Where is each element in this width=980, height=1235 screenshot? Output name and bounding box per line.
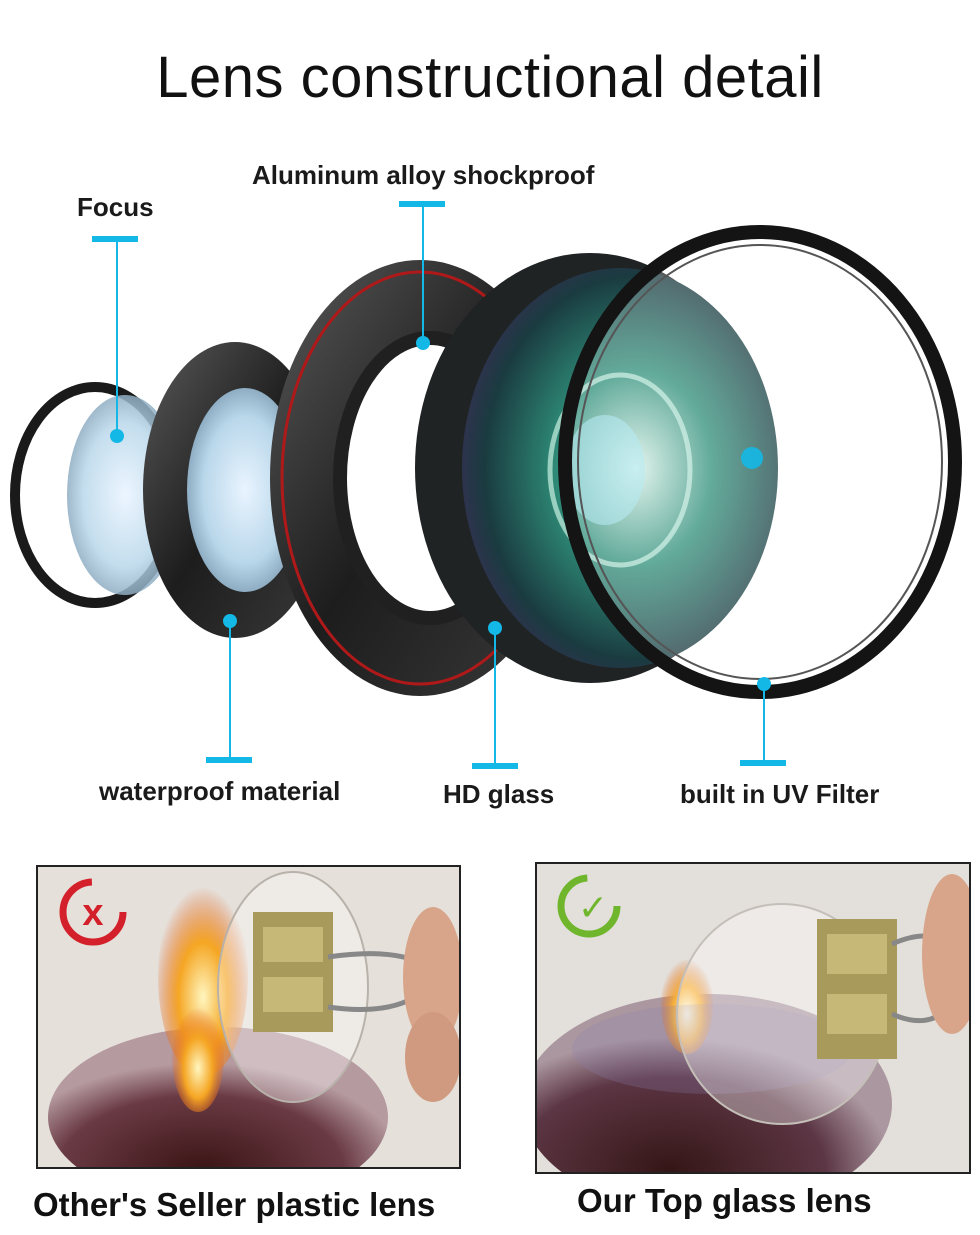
uv-dot xyxy=(757,677,771,691)
focus-dot xyxy=(110,429,124,443)
plastic-lens-scene: x xyxy=(38,867,459,1167)
glass-lens-scene: ✓ xyxy=(537,864,969,1172)
waterproof-bar xyxy=(206,757,252,763)
uv-bar xyxy=(740,760,786,766)
bad-x-icon: x xyxy=(82,892,103,934)
plastic-lens-photo: x xyxy=(36,865,461,1169)
label-aluminum: Aluminum alloy shockproof xyxy=(252,160,595,190)
label-waterproof: waterproof material xyxy=(99,776,341,806)
lens-exploded-illustration xyxy=(10,225,962,699)
label-uv-filter: built in UV Filter xyxy=(680,779,880,809)
aluminum-leader-line xyxy=(422,203,424,341)
waterproof-leader-line xyxy=(229,623,231,760)
uv-leader-line xyxy=(763,686,765,762)
waterproof-dot xyxy=(223,614,237,628)
label-hd-glass: HD glass xyxy=(443,779,555,809)
page-title: Lens constructional detail xyxy=(156,45,824,110)
aluminum-dot xyxy=(416,336,430,350)
label-focus: Focus xyxy=(77,192,154,222)
focus-bar xyxy=(92,236,138,242)
focus-leader-line xyxy=(116,238,118,434)
caption-plastic-lens: Other's Seller plastic lens xyxy=(33,1186,436,1223)
caption-glass-lens: Our Top glass lens xyxy=(577,1182,872,1219)
hd-glass-bar xyxy=(472,763,518,769)
hd-glass-leader-line xyxy=(494,630,496,765)
good-check-icon: ✓ xyxy=(578,888,608,929)
hd-glass-dot xyxy=(488,621,502,635)
glass-lens-photo: ✓ xyxy=(535,862,971,1174)
